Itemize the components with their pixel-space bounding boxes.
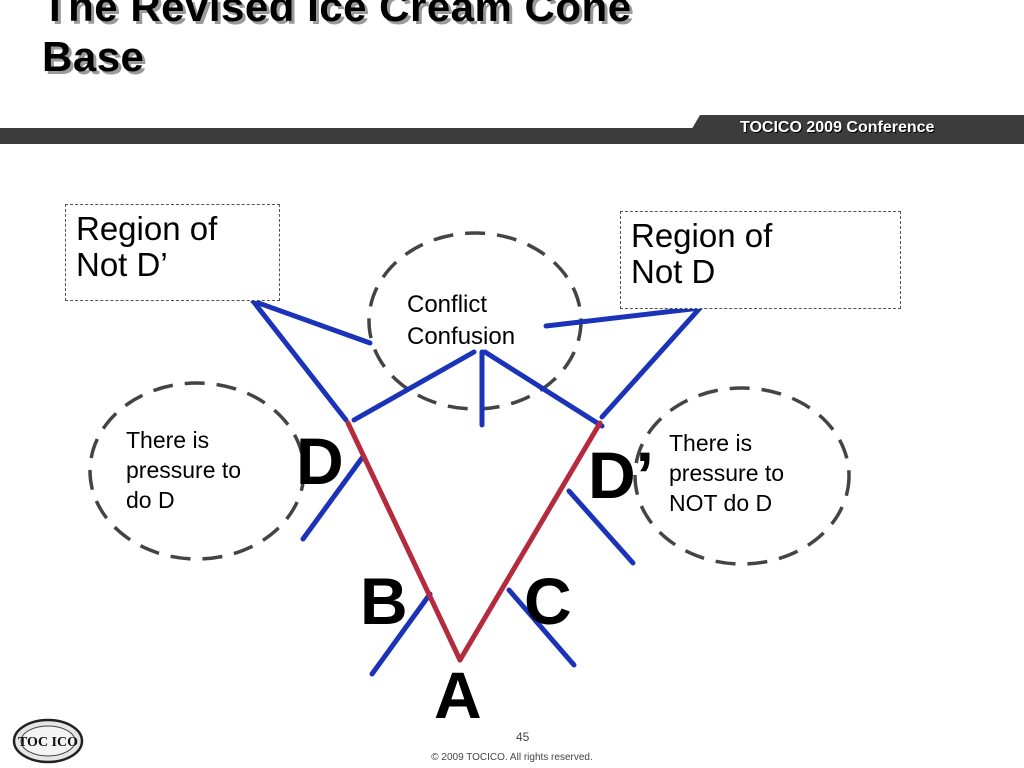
conference-label: TOCICO 2009 Conference	[740, 119, 935, 136]
region-not-d-prime-line-1: Region of	[76, 210, 218, 247]
line-right-region-to-conflict	[543, 305, 703, 329]
line-d-to-left-pressure	[300, 455, 365, 542]
line-c-tick	[506, 587, 577, 668]
node-label-d: D	[296, 424, 344, 498]
line-d-prime-to-right-pressure	[566, 488, 636, 566]
pressure-not-do-d-line-3: NOT do D	[669, 490, 773, 516]
line-conflict-to-d	[351, 349, 477, 423]
pressure-not-do-d-text: There is pressure to NOT do D	[669, 428, 784, 518]
line-b-tick	[369, 591, 433, 677]
left-pressure-bubble	[88, 381, 306, 561]
page-number: 45	[516, 730, 530, 744]
node-label-b: B	[360, 564, 408, 638]
node-label-c: C	[524, 564, 572, 638]
pressure-not-do-d-line-2: pressure to	[669, 460, 785, 486]
pressure-do-d-line-3: do D	[126, 487, 175, 513]
edge-a-to-d	[345, 420, 463, 663]
conflict-line-2: Confusion	[407, 323, 516, 350]
region-not-d-prime: Region of Not D’	[65, 204, 280, 301]
conflict-text: Conflict Confusion	[407, 289, 515, 353]
edge-a-to-d-prime	[457, 420, 603, 663]
header-bar	[0, 115, 1024, 144]
region-not-d: Region of Not D	[620, 211, 901, 309]
pressure-do-d-line-2: pressure to	[126, 457, 242, 483]
slide-title-line-2: Base	[42, 33, 145, 80]
node-label-a: A	[434, 658, 482, 732]
copyright-notice: © 2009 TOCICO. All rights reserved.	[431, 752, 593, 763]
line-right-region-to-d-prime	[599, 305, 703, 420]
blue-connector-lines	[250, 298, 703, 677]
right-pressure-bubble	[633, 386, 851, 566]
red-cone-lines	[345, 420, 603, 663]
line-left-region-to-d	[250, 298, 349, 423]
region-not-d-prime-line-2: Not D’	[76, 246, 168, 283]
line-conflict-to-d-prime	[482, 349, 605, 429]
region-not-d-line-2: Not D	[631, 253, 716, 290]
pressure-do-d-text: There is pressure to do D	[126, 425, 241, 515]
line-left-region-to-conflict	[250, 298, 373, 346]
node-label-d-prime: D’	[588, 438, 654, 512]
slide-title-line-1: The Revised Ice Cream Cone	[42, 0, 632, 30]
pressure-not-do-d-line-1: There is	[669, 430, 753, 456]
conflict-line-1: Conflict	[407, 291, 488, 318]
pressure-do-d-line-1: There is	[126, 427, 210, 453]
tocico-logo: TOC ICO	[12, 718, 84, 764]
slide-title: The Revised Ice Cream Cone Base	[42, 0, 632, 82]
region-not-d-line-1: Region of	[631, 217, 773, 254]
logo-text: TOC ICO	[18, 735, 78, 750]
